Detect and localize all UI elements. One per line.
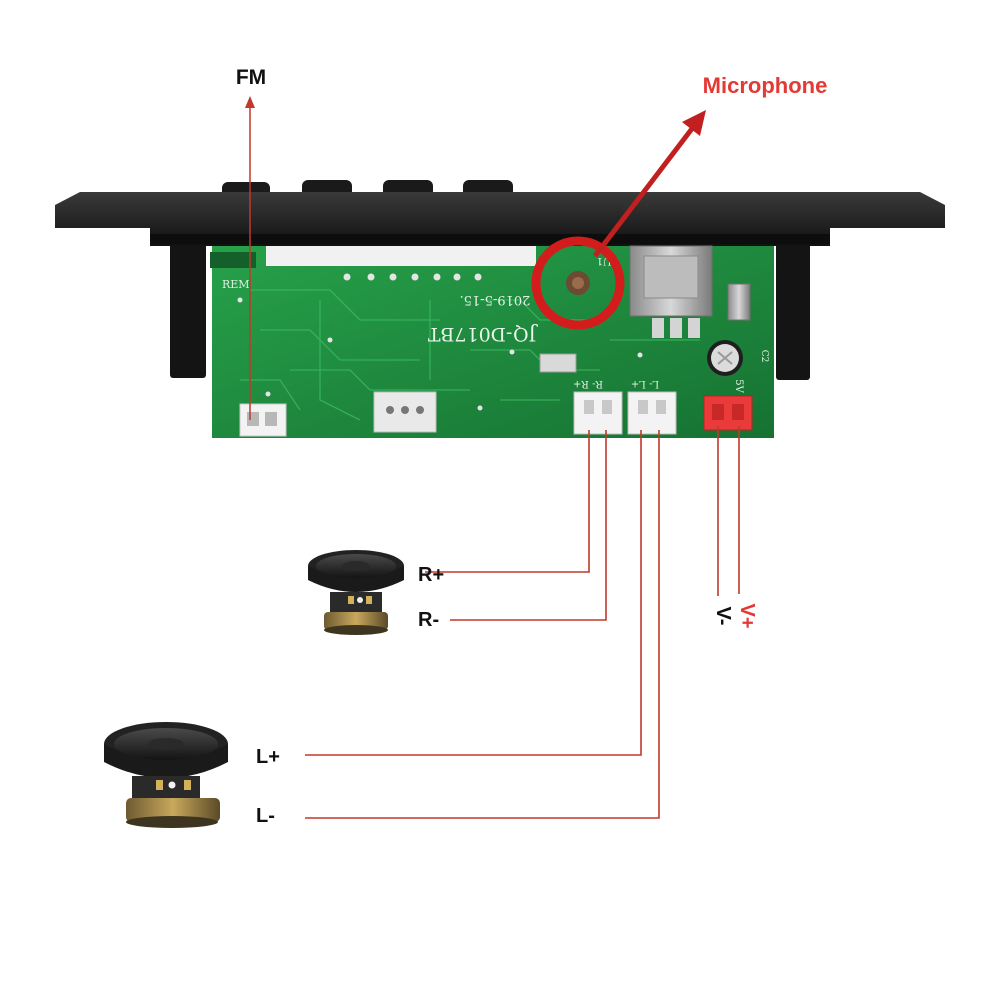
- display-strip: [266, 246, 536, 266]
- silk-model: JQ-D017BT: [427, 323, 538, 345]
- fm-arrow-icon: [245, 96, 255, 420]
- pcb-traces: [240, 289, 700, 421]
- r-minus-label: R-: [418, 609, 439, 631]
- silk-cap: C2: [759, 350, 769, 363]
- wires: [305, 426, 740, 819]
- right-mount-post: [776, 238, 810, 380]
- v-plus-label: V+: [736, 603, 758, 628]
- microphone-highlight-ring: [531, 236, 625, 330]
- r-channel-connector: [573, 391, 623, 435]
- power-connector: [703, 395, 753, 431]
- microphone-label: Microphone: [703, 73, 828, 98]
- wire-r-plus: [425, 430, 590, 573]
- silk-date: 2019-5-15.: [460, 292, 531, 307]
- microphone-arrow-icon: [593, 110, 706, 258]
- right-speaker-icon: [308, 550, 404, 635]
- usb-port: [629, 245, 751, 338]
- left-mount-post: [170, 238, 206, 378]
- capacitor: [707, 340, 743, 376]
- l-channel-connector: [627, 391, 677, 435]
- small-chip: [539, 353, 577, 373]
- wire-l-plus: [305, 430, 642, 756]
- left-speaker-icon: [104, 722, 228, 828]
- silk-r-pins: R- R+: [573, 378, 603, 389]
- pcb-vias: [237, 273, 643, 411]
- silk-rem: REM: [222, 278, 250, 291]
- three-pin-header: [373, 391, 437, 433]
- silk-power: 5V: [733, 379, 744, 393]
- silk-usb: U1: [597, 255, 612, 266]
- v-minus-label: V-: [712, 607, 734, 626]
- silk-l-pins: L- L+: [631, 378, 659, 389]
- speaker-icon: [104, 550, 404, 828]
- bluetooth-mp3-module: REM 2019-5-15. JQ-D017BT R- R+ L- L+ 5V …: [55, 180, 945, 438]
- wire-r-minus: [450, 430, 607, 621]
- microphone-element: [566, 271, 590, 295]
- l-minus-label: L-: [256, 805, 275, 827]
- front-bezel: [55, 192, 945, 246]
- fm-label: FM: [236, 66, 266, 89]
- r-plus-label: R+: [418, 564, 444, 586]
- l-plus-label: L+: [256, 746, 280, 768]
- wire-l-minus: [305, 430, 660, 819]
- fm-connector: [239, 403, 287, 437]
